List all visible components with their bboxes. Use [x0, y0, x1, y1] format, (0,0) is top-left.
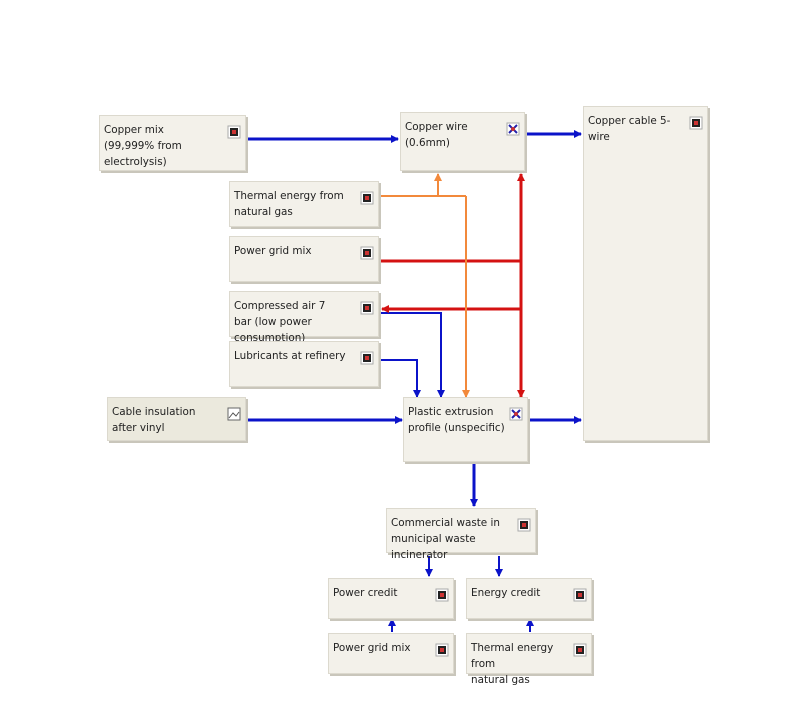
node-label: Copper cable 5-wire [588, 115, 671, 143]
plan-process-icon [517, 517, 531, 532]
plan-process-icon [689, 115, 703, 130]
unit-process-icon [506, 121, 520, 136]
node-power-grid-mix-credit[interactable]: Power grid mix [328, 633, 454, 674]
plan-process-icon [435, 587, 449, 602]
node-power-grid-mix[interactable]: Power grid mix [229, 236, 379, 282]
plan-process-icon [227, 124, 241, 139]
node-label: Compressed air 7 bar (low power consumpt… [234, 300, 326, 344]
node-label: Thermal energy from natural gas [234, 190, 344, 218]
node-copper-mix[interactable]: Copper mix (99,999% from electrolysis) [99, 115, 246, 171]
plan-process-icon [573, 642, 587, 657]
node-label: Plastic extrusion profile (unspecific) [408, 406, 505, 434]
node-energy-credit[interactable]: Energy credit [466, 578, 592, 619]
node-thermal-energy-credit[interactable]: Thermal energy from natural gas [466, 633, 592, 686]
node-label: Copper wire (0.6mm) [405, 121, 468, 149]
flow-compressed-air-to-plastic-extrusion [380, 312, 445, 398]
node-label: Thermal energy from natural gas [471, 642, 554, 686]
node-label: Cable insulation after vinyl [112, 406, 196, 434]
node-label: Power credit [333, 587, 398, 599]
node-lubricants-at-refinery[interactable]: Lubricants at refinery [229, 341, 379, 387]
plan-process-icon [360, 190, 374, 205]
node-thermal-energy-natural-gas[interactable]: Thermal energy from natural gas [229, 181, 379, 227]
node-compressed-air[interactable]: Compressed air 7 bar (low power consumpt… [229, 291, 379, 344]
plan-process-icon [435, 642, 449, 657]
node-plastic-extrusion[interactable]: Plastic extrusion profile (unspecific) [403, 397, 528, 462]
plan-process-icon [360, 300, 374, 315]
plan-process-icon [573, 587, 587, 602]
node-label: Copper mix (99,999% from electrolysis) [104, 124, 182, 168]
node-copper-cable[interactable]: Copper cable 5-wire [583, 106, 708, 441]
node-label: Lubricants at refinery [234, 350, 346, 362]
plan-process-icon [360, 245, 374, 260]
image-icon [227, 406, 241, 421]
node-label: Power grid mix [333, 642, 411, 654]
plan-process-icon [360, 350, 374, 365]
node-label: Power grid mix [234, 245, 312, 257]
node-label: Commercial waste in municipal waste inci… [391, 517, 500, 561]
node-power-credit[interactable]: Power credit [328, 578, 454, 619]
node-commercial-waste[interactable]: Commercial waste in municipal waste inci… [386, 508, 536, 561]
unit-process-icon [509, 406, 523, 421]
flow-lubricants-to-plastic-extrusion [380, 359, 421, 398]
node-copper-wire[interactable]: Copper wire (0.6mm) [400, 112, 525, 171]
node-cable-insulation[interactable]: Cable insulation after vinyl [107, 397, 246, 441]
node-label: Energy credit [471, 587, 541, 599]
